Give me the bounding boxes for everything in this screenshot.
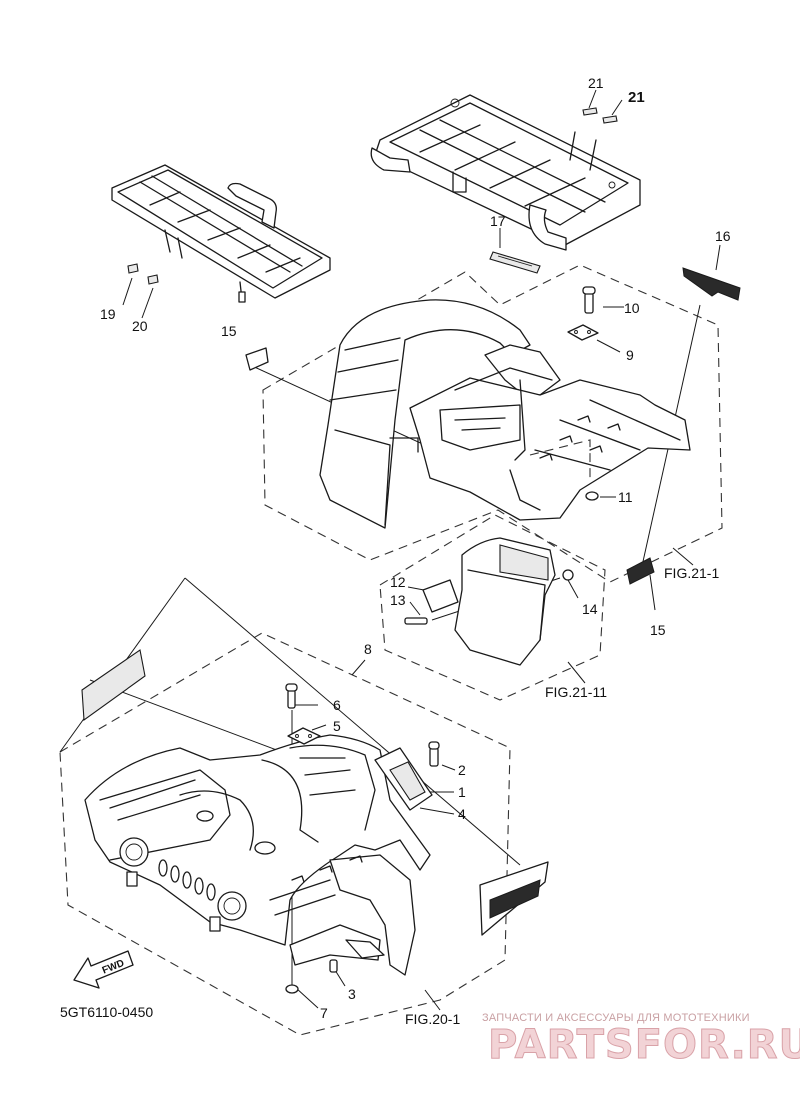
rear-fender bbox=[319, 299, 691, 529]
callout-labels: 21 21 17 16 10 9 15 19 20 11 12 13 14 15… bbox=[100, 75, 731, 1021]
figure-references: FIG.21-1 FIG.21-11 FIG.20-1 bbox=[405, 565, 719, 1027]
fastener-parts-upper bbox=[567, 286, 599, 501]
callout-15a: 15 bbox=[221, 323, 237, 339]
callout-5: 5 bbox=[333, 718, 341, 734]
rear-carrier bbox=[370, 94, 641, 251]
callout-11: 11 bbox=[618, 489, 633, 505]
fig-ref-21-11: FIG.21-11 bbox=[545, 684, 607, 700]
front-fender bbox=[84, 734, 431, 976]
dashed-boundaries bbox=[59, 264, 723, 1036]
callout-13: 13 bbox=[390, 592, 406, 608]
callout-16: 16 bbox=[715, 228, 731, 244]
callout-3: 3 bbox=[348, 986, 356, 1002]
callout-2: 2 bbox=[458, 762, 466, 778]
callout-6: 6 bbox=[333, 697, 341, 713]
diagram-code: 5GT6110-0450 bbox=[60, 1004, 153, 1020]
fwd-arrow-icon: FWD bbox=[73, 950, 134, 989]
watermark-tagline: ЗАПЧАСТИ И АКСЕССУАРЫ ДЛЯ МОТОТЕХНИКИ bbox=[482, 1012, 750, 1024]
callout-17: 17 bbox=[490, 213, 506, 229]
fig-ref-21-1: FIG.21-1 bbox=[664, 565, 719, 581]
small-decal-labels bbox=[127, 107, 618, 285]
callout-10: 10 bbox=[624, 300, 640, 316]
callout-8: 8 bbox=[364, 641, 372, 657]
decal-8 bbox=[81, 649, 146, 722]
callout-12: 12 bbox=[390, 574, 406, 590]
callout-21b: 21 bbox=[628, 89, 645, 106]
callout-20: 20 bbox=[132, 318, 148, 334]
callout-1: 1 bbox=[458, 784, 466, 800]
part-15-left bbox=[245, 347, 269, 371]
watermark: ЗАПЧАСТИ И АКСЕССУАРЫ ДЛЯ МОТОТЕХНИКИ PA… bbox=[482, 1012, 800, 1069]
callout-19: 19 bbox=[100, 306, 116, 322]
callout-7: 7 bbox=[320, 1005, 328, 1021]
callout-21a: 21 bbox=[588, 75, 604, 91]
fastener-parts-lower bbox=[285, 683, 549, 994]
mud-flap bbox=[404, 537, 655, 666]
callout-9: 9 bbox=[626, 347, 634, 363]
top-decals bbox=[489, 251, 741, 301]
fig-ref-20-1: FIG.20-1 bbox=[405, 1011, 460, 1027]
callout-4: 4 bbox=[458, 806, 466, 822]
front-carrier bbox=[111, 164, 331, 303]
watermark-logo: PARTSFOR.RU bbox=[488, 1022, 800, 1068]
callout-14: 14 bbox=[582, 601, 598, 617]
callout-15b: 15 bbox=[650, 622, 666, 638]
